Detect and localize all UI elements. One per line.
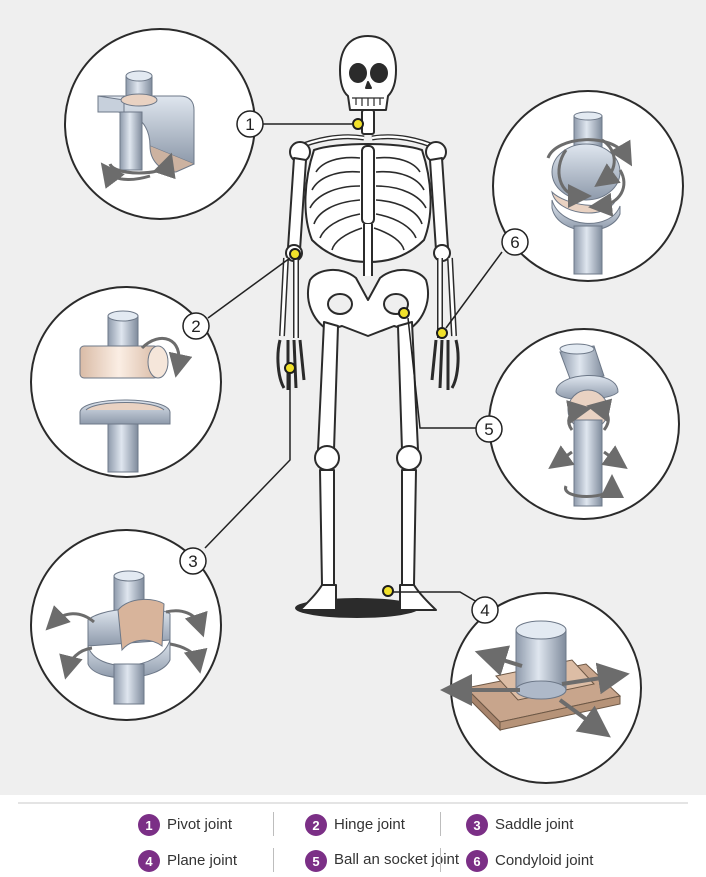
legend-label-6: Condyloid joint: [495, 853, 593, 869]
joint-marker-4: [383, 586, 393, 596]
legend-separator: [273, 848, 274, 872]
legend-badge-1: 1: [138, 814, 160, 836]
legend-item-saddle-joint: 3 Saddle joint: [466, 812, 573, 838]
legend-badge-6: 6: [466, 850, 488, 872]
legend-separator: [273, 812, 274, 836]
callout-2: 2: [183, 313, 209, 339]
legend-separator: [440, 848, 441, 872]
callout-4: 4: [472, 597, 498, 623]
callout-6: 6: [502, 229, 528, 255]
joint-marker-6: [437, 328, 447, 338]
callout-3-label: 3: [188, 552, 197, 571]
joint-marker-1: [353, 119, 363, 129]
legend-badge-4: 4: [138, 850, 160, 872]
legend-badge-2: 2: [305, 814, 327, 836]
legend-item-hinge-joint: 2 Hinge joint: [305, 812, 405, 838]
ball-and-socket-joint-icon: [489, 329, 679, 519]
legend-item-pivot-joint: 1 Pivot joint: [138, 812, 232, 838]
legend-label-4: Plane joint: [167, 853, 237, 869]
joint-marker-5: [399, 308, 409, 318]
callout-5-label: 5: [484, 420, 493, 439]
legend-label-2: Hinge joint: [334, 817, 405, 833]
pivot-joint-icon: [65, 29, 255, 219]
callout-2-label: 2: [191, 317, 200, 336]
legend-item-ball-and-socket-joint: 5 Ball an socket joint: [305, 848, 469, 876]
legend-badge-5: 5: [305, 850, 327, 872]
joint-marker-3: [285, 363, 295, 373]
legend-label-3: Saddle joint: [495, 817, 573, 833]
callout-6-label: 6: [510, 233, 519, 252]
legend-separator: [440, 812, 441, 836]
legend-label-5: Ball an socket joint: [334, 848, 469, 868]
callout-1-label: 1: [245, 115, 254, 134]
callout-4-label: 4: [480, 601, 489, 620]
legend-badge-3: 3: [466, 814, 488, 836]
callout-1: 1: [237, 111, 263, 137]
legend-label-1: Pivot joint: [167, 817, 232, 833]
joint-marker-2: [290, 249, 300, 259]
callout-5: 5: [476, 416, 502, 442]
legend-item-condyloid-joint: 6 Condyloid joint: [466, 848, 593, 874]
legend-item-plane-joint: 4 Plane joint: [138, 848, 237, 874]
callout-3: 3: [180, 548, 206, 574]
